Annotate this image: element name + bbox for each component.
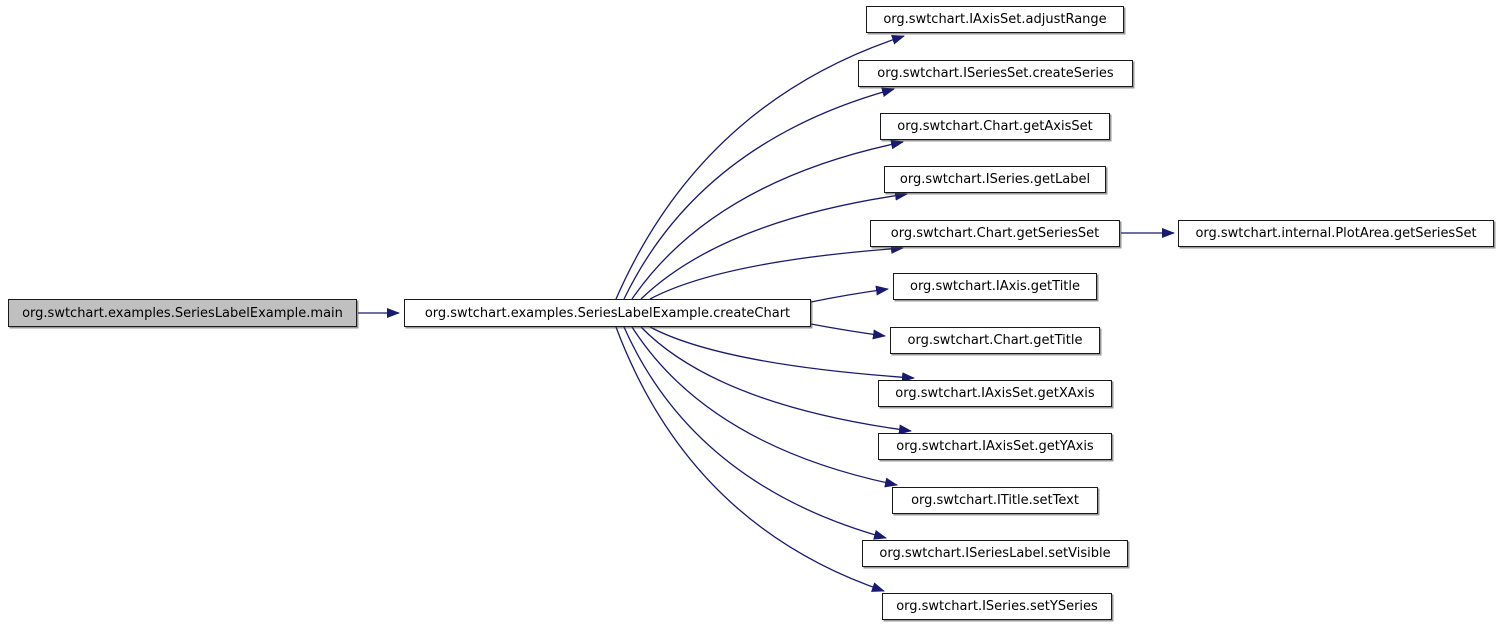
node-chart-get-title[interactable]: org.swtchart.Chart.getTitle — [890, 327, 1100, 354]
edge-createChart-getSeriesSet — [649, 243, 904, 300]
node-ititle-set-text[interactable]: org.swtchart.ITitle.setText — [892, 487, 1098, 514]
edge-createChart-getAxisSet — [631, 139, 904, 300]
node-iseriesset-create-series[interactable]: org.swtchart.ISeriesSet.createSeries — [858, 60, 1133, 87]
edge-createChart-getYAxis — [640, 326, 912, 435]
edge-createChart-setVisible — [623, 326, 887, 540]
node-iaxis-get-title[interactable]: org.swtchart.IAxis.getTitle — [893, 273, 1097, 300]
node-iseries-set-y-series[interactable]: org.swtchart.ISeries.setYSeries — [882, 593, 1112, 620]
node-iseries-get-label[interactable]: org.swtchart.ISeries.getLabel — [884, 166, 1106, 193]
edge-createChart-setYSeries — [615, 326, 885, 592]
node-iaxisset-get-x-axis[interactable]: org.swtchart.IAxisSet.getXAxis — [878, 380, 1112, 407]
node-plot-area-get-series-set[interactable]: org.swtchart.internal.PlotArea.getSeries… — [1178, 220, 1494, 247]
node-series-label-example-main[interactable]: org.swtchart.examples.SeriesLabelExample… — [8, 299, 357, 327]
edge-createChart-getLabel — [640, 190, 908, 300]
node-iserieslabel-set-visible[interactable]: org.swtchart.ISeriesLabel.setVisible — [862, 540, 1128, 567]
edge-createChart-adjustRange — [615, 34, 905, 300]
edge-createChart-chartTitle — [810, 323, 886, 340]
node-chart-get-series-set[interactable]: org.swtchart.Chart.getSeriesSet — [870, 220, 1120, 247]
node-chart-get-axis-set[interactable]: org.swtchart.Chart.getAxisSet — [880, 113, 1110, 140]
edge-createChart-createSeries — [623, 87, 895, 300]
edge-createChart-getXAxis — [649, 326, 915, 383]
node-iaxisset-adjust-range[interactable]: org.swtchart.IAxisSet.adjustRange — [866, 6, 1124, 33]
edge-createChart-iaxisTitle — [810, 285, 889, 303]
node-iaxisset-get-y-axis[interactable]: org.swtchart.IAxisSet.getYAxis — [878, 433, 1112, 460]
node-series-label-example-create-chart[interactable]: org.swtchart.examples.SeriesLabelExample… — [404, 299, 811, 327]
edge-createChart-setText — [631, 326, 898, 488]
